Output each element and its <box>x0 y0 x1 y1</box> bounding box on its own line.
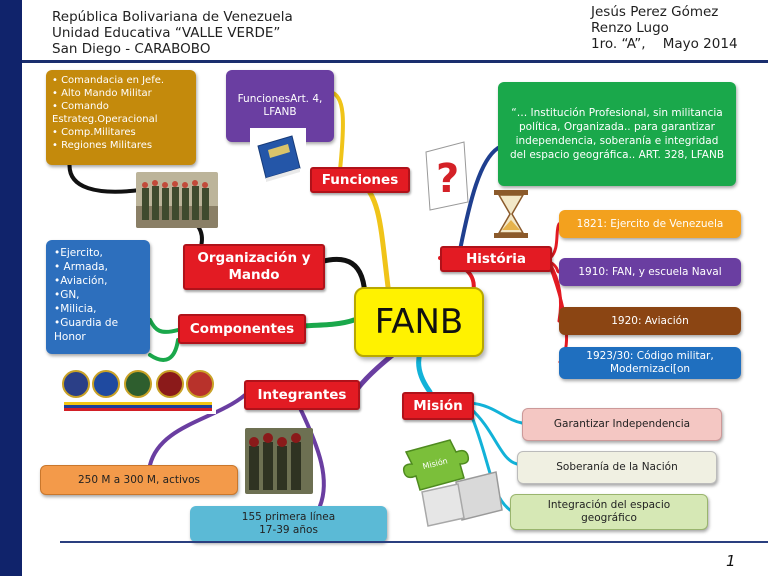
soldiers-formation-image <box>136 172 218 228</box>
header-left-line: Unidad Educativa “VALLE VERDE” <box>52 25 281 41</box>
page-number: 1 <box>726 552 736 570</box>
footer-divider <box>60 541 768 543</box>
list-item: •Guardia de Honor <box>54 317 119 343</box>
connector-primera-linea <box>298 406 326 508</box>
list-item: •Milicia, <box>54 303 97 315</box>
componentes-list-box: •Ejercito, • Armada, •Aviación, •GN, •Mi… <box>46 240 150 354</box>
hourglass-icon <box>494 190 528 238</box>
connector-activos <box>148 393 247 467</box>
connector-mision-1 <box>468 401 524 425</box>
list-item: •Aviación, <box>54 275 108 287</box>
branch-label-componentes: Componentes <box>178 314 306 344</box>
connector-mando-list <box>67 158 142 194</box>
list-item: • Alto Mando Militar <box>52 88 152 99</box>
mision-item-independencia: Garantizar Independencia <box>522 408 722 441</box>
connector-funciones-art <box>328 90 345 172</box>
mando-list: • Comandacia en Jefe. • Alto Mando Milit… <box>52 74 190 152</box>
primera-linea-age: 17-39 años <box>259 524 318 536</box>
puzzle-pieces-image: Misión <box>402 439 503 527</box>
mision-item-soberania: Soberanía de la Nación <box>517 451 717 484</box>
primera-linea-box: 155 primera línea 17-39 años <box>190 506 387 542</box>
list-item: •Ejercito, <box>54 247 103 259</box>
connector-componentes <box>297 317 357 329</box>
definicion-box: “… Institución Profesional, sin militanc… <box>498 82 736 186</box>
shield-icon <box>62 370 214 398</box>
book-icon <box>250 128 306 184</box>
connector-mision-2 <box>468 406 519 466</box>
header-left-line: República Bolivariana de Venezuela <box>52 9 293 25</box>
branch-label-funciones: Funciones <box>310 167 410 193</box>
left-sidebar-bar <box>0 0 22 576</box>
header-right-line: Renzo Lugo <box>591 20 669 36</box>
svg-text:?: ? <box>436 156 459 202</box>
mision-item-integracion: Integración del espacio geográfico <box>510 494 708 530</box>
header-right-line: Jesús Perez Gómez <box>591 4 719 20</box>
connector-integrantes <box>352 350 398 395</box>
list-item: • Comp.Militares <box>52 127 136 138</box>
connector-funciones <box>357 177 391 290</box>
historia-item-1910: 1910: FAN, y escuela Naval <box>559 258 741 286</box>
header-left-line: San Diego - CARABOBO <box>52 41 211 57</box>
branch-label-mision: Misión <box>402 392 474 420</box>
center-node-fanb: FANB <box>354 287 484 357</box>
header-right: Jesús Perez Gómez Renzo Lugo 1ro. “A”, M… <box>591 4 738 52</box>
branch-label-organizacion: Organización y Mando <box>183 244 325 290</box>
list-item: •GN, <box>54 289 80 301</box>
military-shields-image <box>60 364 216 414</box>
componentes-list: •Ejercito, • Armada, •Aviación, •GN, •Mi… <box>54 246 142 344</box>
activos-box: 250 M a 300 M, activos <box>40 465 238 495</box>
historia-item-1923: 1923/30: Código militar, Modernizaci[on <box>559 347 741 379</box>
branch-label-integrantes: Integrantes <box>244 380 360 410</box>
list-item: • Regiones Militares <box>52 140 153 151</box>
branch-label-historia: História <box>440 246 552 272</box>
list-item: • Comando Estrateg.Operacional <box>52 101 158 125</box>
header-divider <box>22 60 768 63</box>
historia-item-1821: 1821: Ejercito de Venezuela <box>559 210 741 238</box>
question-mark-icon: ? <box>425 141 469 211</box>
connector-componentes-shields <box>148 338 180 362</box>
connector-mision <box>416 350 433 395</box>
connector-definicion <box>458 146 500 252</box>
connector-historia-1 <box>548 222 561 260</box>
connector-historia-2 <box>548 260 561 274</box>
header-left: República Bolivariana de Venezuela Unida… <box>52 9 293 57</box>
list-item: • Armada, <box>54 261 108 273</box>
connector-componentes-list <box>148 318 180 334</box>
primera-linea-text: 155 primera línea <box>241 511 336 523</box>
list-item: • Comandacia en Jefe. <box>52 75 165 86</box>
header-right-line: 1ro. “A”, Mayo 2014 <box>591 36 738 52</box>
historia-item-1920: 1920: Aviación <box>559 307 741 335</box>
soldiers-marching-image <box>245 428 313 494</box>
mando-list-box: • Comandacia en Jefe. • Alto Mando Milit… <box>46 70 196 165</box>
